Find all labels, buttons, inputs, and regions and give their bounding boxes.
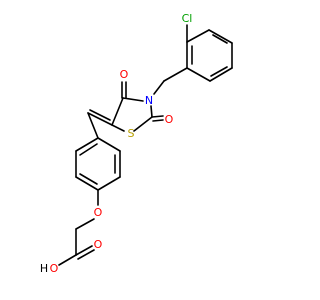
bond [151,115,164,118]
bond [79,173,98,185]
bond [153,80,165,95]
bond [212,34,228,44]
bond [75,245,93,256]
bond [75,218,95,230]
sulfur-label: S [128,127,135,140]
carbonyl-oxygen-label: O [120,68,129,81]
bond [150,105,153,118]
bonds [58,24,233,266]
acid-carbonyl-oxygen-label: O [94,238,103,251]
bond [186,29,210,43]
bond [97,176,121,191]
bond [97,137,121,152]
bond [133,116,153,132]
bond [58,254,77,266]
bond [111,124,125,132]
bond [87,112,99,139]
atom-labels: Cl N S O O O O H O [40,12,193,275]
bond [208,29,233,44]
bond [210,66,228,77]
bond [75,137,99,152]
molecule-structure-diagram: Cl N S O O O O H O [40,12,233,275]
hydroxyl-oxygen-label: O [50,262,59,275]
bond [77,249,95,260]
chlorine-label: Cl [182,12,193,25]
bond [89,109,111,121]
bond [79,143,98,156]
carbonyl-oxygen-label: O [165,113,174,126]
bond [209,67,233,82]
bond [87,112,113,126]
bond [75,176,99,191]
nitrogen-label: N [145,94,153,107]
bond [111,97,124,126]
bond [163,67,188,82]
hydrogen-label: H [40,262,48,275]
bond [186,67,211,82]
ether-oxygen-label: O [94,206,103,219]
bond [152,119,164,122]
